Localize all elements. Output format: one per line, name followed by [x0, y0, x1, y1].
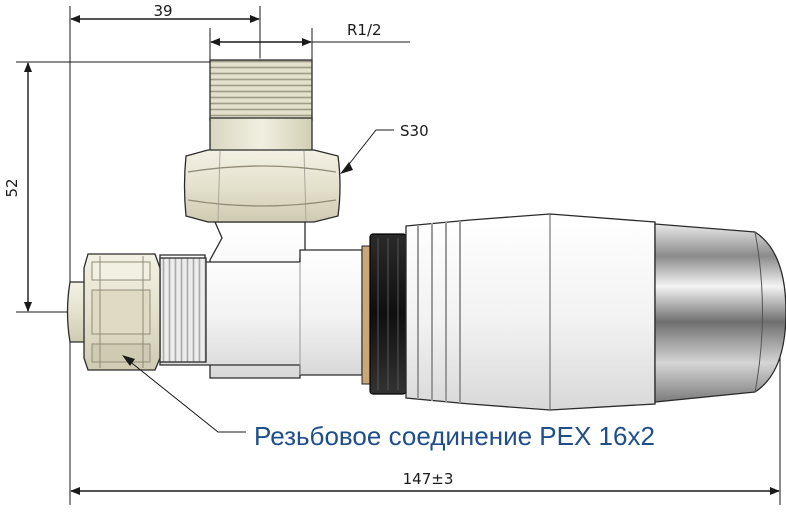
dim-height: 52	[3, 178, 21, 197]
extension-lines	[16, 6, 781, 505]
pex-connection	[66, 253, 161, 371]
chrome-cap	[654, 223, 786, 403]
valve-body	[159, 221, 363, 379]
dim-thread: R1/2	[347, 21, 382, 39]
valve-head	[405, 213, 656, 411]
hex-nut	[183, 149, 341, 223]
dim-total-length: 147±3	[403, 470, 454, 488]
leaders	[122, 129, 394, 433]
connection-caption: Резьбовое соединение PEX 16x2	[254, 421, 655, 451]
top-thread	[209, 59, 313, 155]
dim-wrench: S30	[400, 122, 429, 140]
dimension-lines	[24, 15, 780, 495]
body-thread	[159, 257, 207, 363]
lock-ring	[361, 233, 407, 395]
dim-width-top: 39	[153, 2, 172, 20]
